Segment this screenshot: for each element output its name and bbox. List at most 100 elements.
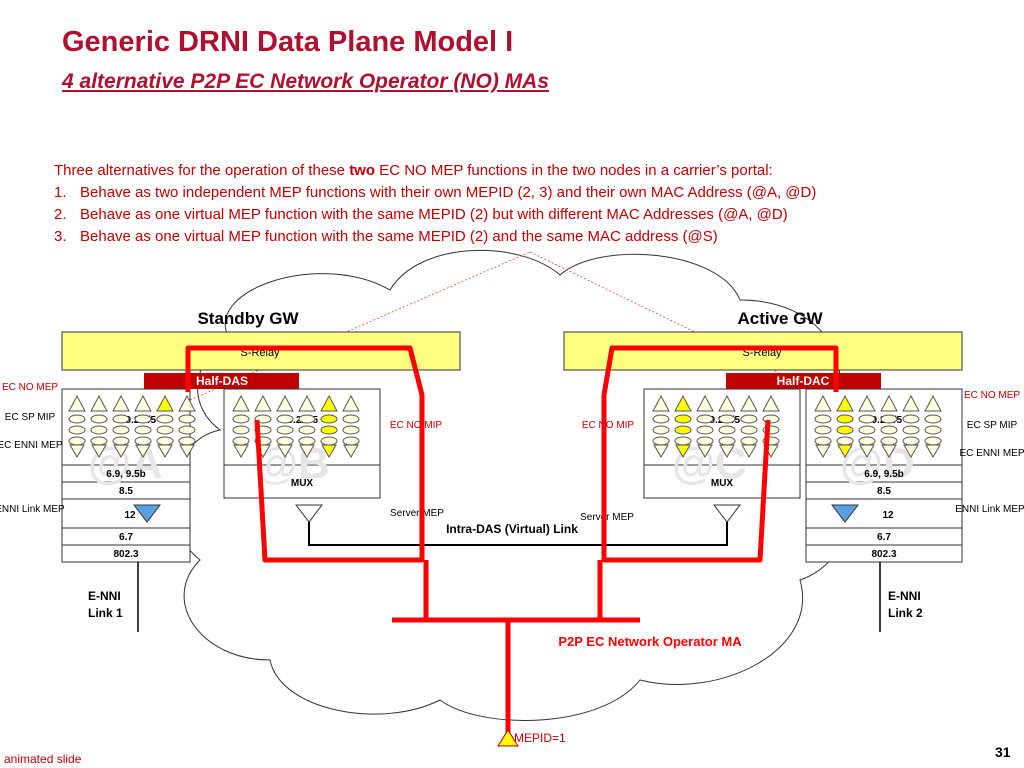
mep-triangle-icon xyxy=(178,394,196,412)
watermark-d: @D xyxy=(840,439,915,488)
mep-triangle-icon xyxy=(254,394,272,412)
mep-triangle-icon xyxy=(858,394,876,412)
mip-oval-icon xyxy=(90,414,108,424)
mep-triangle-icon xyxy=(342,394,360,412)
mux-left: MUX xyxy=(291,478,314,489)
mep-triangle-icon xyxy=(652,394,670,412)
mep-triangle-icon xyxy=(112,394,130,412)
mip-oval-icon xyxy=(178,414,196,424)
mip-oval-icon xyxy=(858,414,876,424)
mip-oval-icon xyxy=(902,414,920,424)
intro-item-num: 1. xyxy=(54,184,67,201)
mip-oval-icon xyxy=(276,425,294,435)
mip-oval-icon xyxy=(880,425,898,435)
enni-mep-triangle-icon xyxy=(903,444,919,458)
mip-oval-icon xyxy=(156,425,174,435)
mip-oval-icon xyxy=(836,436,854,446)
mip-oval-icon xyxy=(298,436,316,446)
mip-oval-icon xyxy=(814,414,832,424)
enni-link-1-label-b: Link 1 xyxy=(88,606,123,620)
enni-link-2-label-b: Link 2 xyxy=(888,606,923,620)
mip-oval-icon xyxy=(696,436,714,446)
mip-oval-icon xyxy=(652,425,670,435)
s-relay-right xyxy=(563,331,963,371)
mepid-label: MEPID=1 xyxy=(514,731,566,745)
mip-oval-icon xyxy=(232,414,250,424)
mip-oval-icon xyxy=(134,414,152,424)
enni-mep-triangle-icon xyxy=(697,444,713,458)
enni-mep-triangle-icon xyxy=(881,444,897,458)
intro-line: Three alternatives for the operation of … xyxy=(54,162,773,179)
mip-oval-icon xyxy=(68,414,86,424)
enni-mep-triangle-icon xyxy=(69,444,85,458)
enni-mep-triangle-icon xyxy=(653,444,669,458)
mip-oval-icon xyxy=(178,425,196,435)
enni-mep-triangle-icon xyxy=(91,444,107,458)
mip-oval-icon xyxy=(740,414,758,424)
mip-oval-icon xyxy=(858,436,876,446)
intro-item-num: 3. xyxy=(54,228,67,245)
mip-oval-icon xyxy=(178,436,196,446)
mip-oval-icon xyxy=(718,425,736,435)
mip-oval-icon xyxy=(696,414,714,424)
intro-item-1: 1.Behave as two independent MEP function… xyxy=(54,184,816,201)
layer-85-left: 8.5 xyxy=(119,486,133,497)
mep-triangle-icon xyxy=(276,394,294,412)
mip-oval-icon xyxy=(342,414,360,424)
enni-mep-triangle-icon xyxy=(815,444,831,458)
server-mep-left-icon xyxy=(294,504,324,523)
enni-link-1-label-a: E-NNI xyxy=(88,589,121,603)
mip-oval-icon xyxy=(924,425,942,435)
mip-oval-icon xyxy=(232,436,250,446)
network-operator-ma-paths xyxy=(185,345,839,738)
mep-triangle-icon xyxy=(880,394,898,412)
server-mep-right-label: Server MEP xyxy=(580,512,634,523)
mip-oval-icon xyxy=(320,414,338,424)
left-ec-no-mep-label: EC NO MEP xyxy=(2,382,58,393)
mip-oval-icon xyxy=(880,414,898,424)
mep-triangle-icon xyxy=(740,394,758,412)
layer-695b-left: 6.9, 9.5b xyxy=(106,469,145,480)
intro-item-2: 2.Behave as one virtual MEP function wit… xyxy=(54,206,788,223)
right-ec-sp-mip-label: EC SP MIP xyxy=(967,420,1018,431)
mep-triangle-icon xyxy=(156,394,174,412)
layer-67-left: 6.7 xyxy=(119,532,133,543)
mep-triangle-icon xyxy=(674,394,692,412)
mip-oval-icon xyxy=(674,414,692,424)
mip-oval-icon xyxy=(740,425,758,435)
intro-post: EC NO MEP functions in the two nodes in … xyxy=(375,162,773,179)
animated-slide-note: animated slide xyxy=(4,752,82,766)
mep-triangle-icon xyxy=(836,394,854,412)
s-relay-left xyxy=(61,331,461,371)
mip-oval-icon xyxy=(134,436,152,446)
mip-oval-icon xyxy=(924,436,942,446)
mip-oval-icon xyxy=(718,436,736,446)
ec-no-mip-right-label: EC NO MIP xyxy=(582,420,635,431)
layer-67-right: 6.7 xyxy=(877,532,891,543)
enni-mep-triangle-icon xyxy=(233,444,249,458)
mip-oval-icon xyxy=(652,436,670,446)
half-das-right xyxy=(726,373,881,389)
enni-link-mep-left-icon xyxy=(132,504,162,523)
layer-85-right: 8.5 xyxy=(877,486,891,497)
mep-triangle-icon xyxy=(814,394,832,412)
enni-mep-triangle-icon xyxy=(135,444,151,458)
mip-oval-icon xyxy=(880,436,898,446)
ec-no-mip-left-label: EC NO MIP xyxy=(390,420,443,431)
mip-oval-icon xyxy=(902,436,920,446)
mip-oval-icon xyxy=(156,436,174,446)
mip-oval-icon xyxy=(112,414,130,424)
mip-oval-icon xyxy=(134,425,152,435)
mip-oval-icon xyxy=(276,436,294,446)
ma-label: P2P EC Network Operator MA xyxy=(558,634,742,649)
mip-oval-icon xyxy=(342,436,360,446)
mep-triangle-icon xyxy=(298,394,316,412)
intro-item-3: 3.Behave as one virtual MEP function wit… xyxy=(54,228,718,245)
left-enni-link-mep-label: ENNI Link MEP xyxy=(0,504,65,515)
mip-oval-icon xyxy=(836,425,854,435)
mep-triangle-icon xyxy=(320,394,338,412)
layer-12-left: 12 xyxy=(124,510,136,521)
enni-mep-triangle-icon xyxy=(179,444,195,458)
enni-mep-triangle-icon xyxy=(741,444,757,458)
half-das-right-label: Half-DAC xyxy=(777,374,830,388)
